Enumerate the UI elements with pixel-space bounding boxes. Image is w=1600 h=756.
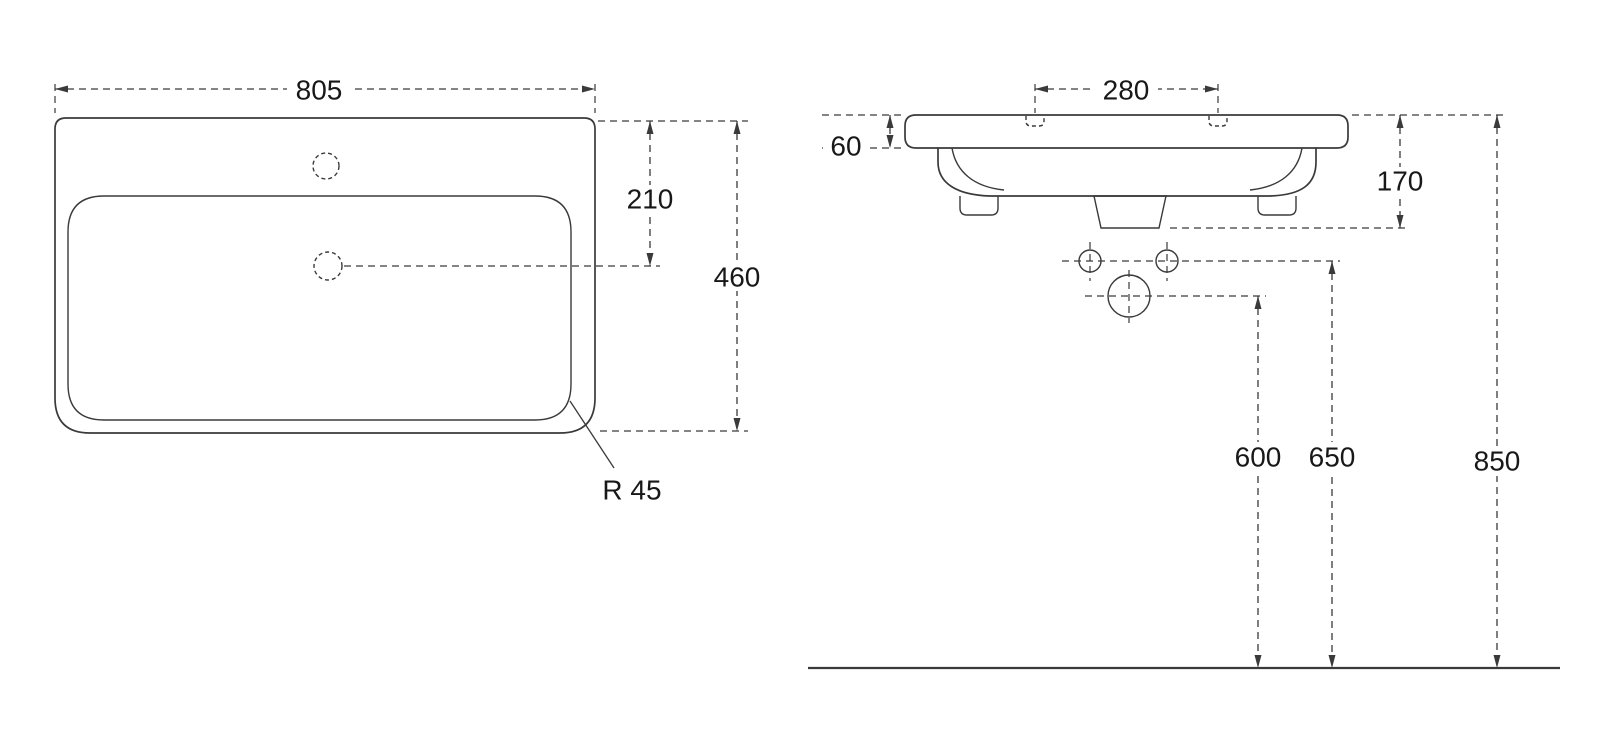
dim-label-waste-height: 600 [1235, 442, 1282, 473]
dim-label-bg [287, 74, 351, 104]
front-view: 280 60 170 600 [808, 74, 1560, 670]
dim-label-bg [620, 185, 680, 213]
dim-label-rim-height: 850 [1474, 446, 1521, 477]
small-outlet-right [1155, 249, 1179, 273]
radius-leader-line [569, 400, 615, 469]
dim-label-radius: R 45 [602, 475, 661, 506]
dim-label-edge-thickness: 60 [830, 131, 861, 162]
rim-slab-outline [904, 114, 1349, 149]
tap-hole [312, 152, 340, 180]
inner-bowl-outline [67, 195, 572, 421]
dim-label-width: 805 [296, 75, 343, 106]
dim-label-bg [1369, 167, 1431, 195]
dim-label-bg [1227, 442, 1289, 472]
dim-label-bg [1301, 442, 1363, 472]
dim-label-bg [1466, 446, 1528, 476]
dim-label-trap-height: 650 [1309, 442, 1356, 473]
dim-label-hole-spacing: 280 [1103, 75, 1150, 106]
foot-right [1257, 196, 1297, 216]
top-view: 805 210 460 R 45 [54, 74, 767, 506]
dim-label-depth: 460 [714, 262, 761, 293]
dim-label-drain-offset: 210 [627, 184, 674, 215]
small-outlet-left [1078, 249, 1102, 273]
dim-label-bg [823, 132, 869, 160]
dim-label-body-height: 170 [1377, 166, 1424, 197]
waste-outlet [1107, 274, 1151, 318]
dim-label-bg [707, 263, 767, 291]
bowl-curve-right [1249, 147, 1303, 191]
dim-label-bg [1094, 74, 1158, 104]
basin-outline [54, 117, 596, 434]
drain-hole [313, 251, 343, 281]
foot-left [959, 196, 999, 216]
tap-hole-notch-right [1208, 116, 1228, 127]
drain-boss [1093, 195, 1167, 229]
tap-hole-notch-left [1025, 116, 1045, 127]
bowl-curve-left [951, 147, 1005, 191]
